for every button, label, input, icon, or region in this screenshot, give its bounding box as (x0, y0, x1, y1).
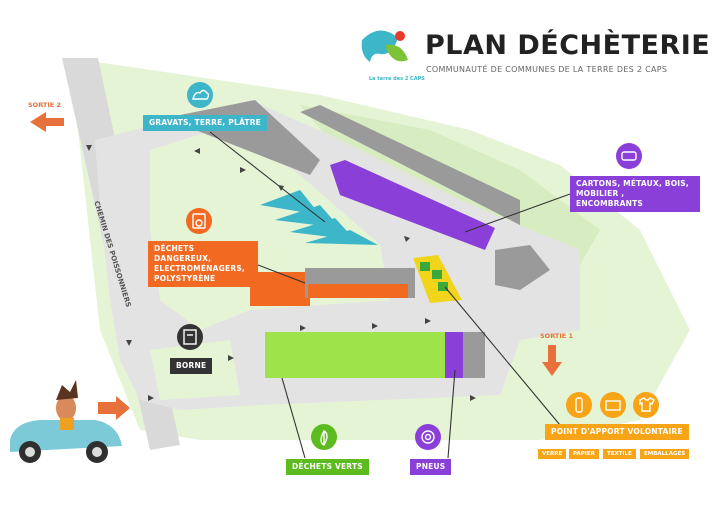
page-title: PLAN DÉCHÈTERIE (425, 30, 711, 61)
tire-icon (415, 424, 441, 450)
entrance-arrow (98, 396, 130, 420)
platform-right (495, 245, 550, 290)
pav-bin-2 (432, 270, 442, 279)
icon-glyphs (183, 89, 655, 446)
leader-lines (209, 131, 571, 459)
washing-machine-icon (186, 208, 212, 234)
armchair-icon (616, 143, 642, 169)
dangereux-label: DÉCHETS DANGEREUX, ELECTROMÉNAGERS, POLY… (148, 241, 258, 287)
gravats-bays (260, 190, 378, 245)
paper-box-icon (600, 392, 626, 418)
borne-label: BORNE (170, 358, 213, 374)
traffic-arrows (86, 145, 476, 401)
dangereux-block (250, 272, 310, 306)
tag-textile: TEXTILE (603, 449, 636, 459)
gravel-icon (187, 82, 213, 108)
exit-1-arrow (542, 345, 562, 376)
logo-text: La terre des 2 CAPS (369, 76, 425, 82)
platform-top (300, 105, 520, 225)
exit-2-arrow (30, 112, 64, 132)
dangereux-strip (308, 284, 408, 298)
pneus-block (445, 332, 463, 378)
logo (361, 30, 408, 62)
pav-bin-3 (438, 282, 448, 291)
cartons-label: CARTONS, MÉTAUX, BOIS, MOBILIER , ENCOMB… (570, 176, 700, 212)
exit-1-label: SORTIE 1 (540, 332, 573, 340)
apport-label: POINT D'APPORT VOLONTAIRE (545, 424, 689, 440)
exit-2-label: SORTIE 2 (28, 101, 61, 109)
tshirt-icon (633, 392, 659, 418)
terminal-icon (177, 324, 203, 350)
pneus-label: PNEUS (410, 459, 452, 475)
tag-emballages: EMBALLAGES (640, 449, 690, 459)
verts-label: DÉCHETS VERTS (286, 459, 369, 475)
verts-platform-end (463, 332, 485, 378)
tag-verre: VERRE (538, 449, 567, 459)
bottle-icon (566, 392, 592, 418)
pav-bin-1 (420, 262, 430, 271)
verts-block (265, 332, 445, 378)
gravats-label: GRAVATS, TERRE, PLÂTRE (143, 115, 268, 131)
car-illustration (10, 380, 122, 463)
cartons-bays (330, 160, 495, 250)
page-subtitle: COMMUNAUTÉ DE COMMUNES DE LA TERRE DES 2… (426, 65, 668, 74)
tag-papier: PAPIER (569, 449, 599, 459)
